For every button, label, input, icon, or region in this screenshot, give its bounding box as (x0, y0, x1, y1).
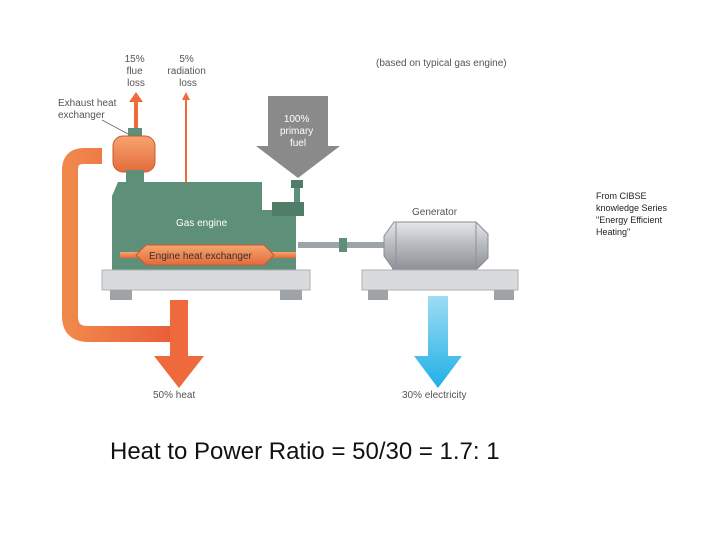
citation-line: Heating" (596, 227, 631, 237)
engine-hx-pipe-left (120, 252, 138, 258)
citation-line: knowledge Series (596, 203, 668, 213)
note-label: (based on typical gas engine) (376, 58, 507, 69)
fuel-inlet-pipe (294, 180, 300, 204)
exhaust-outlet (128, 128, 142, 138)
shaft-coupling (339, 238, 347, 252)
engine-foot-right (280, 290, 302, 300)
electricity-output-label: 30% electricity (402, 390, 466, 401)
flue-loss-label: 15% flue loss (125, 54, 148, 89)
citation-note: From CIBSE knowledge Series "Energy Effi… (596, 190, 706, 238)
flue-loss-arrow (129, 92, 143, 132)
citation-line: "Energy Efficient (596, 215, 663, 225)
engine-base (101, 269, 311, 291)
citation-line: From CIBSE (596, 191, 647, 201)
engine-heat-exchanger (135, 244, 275, 266)
electricity-output-arrow (414, 296, 462, 388)
generator-base (361, 269, 519, 291)
exhaust-collar (126, 170, 144, 182)
gas-engine-label: Gas engine (176, 218, 228, 229)
heat-output-arrow (154, 300, 204, 388)
engine-foot-left (110, 290, 132, 300)
exhaust-hx-leader (101, 119, 129, 135)
radiation-loss-label: 5% radiation loss (167, 54, 208, 89)
engine-top-cap (272, 202, 304, 216)
primary-fuel-label: 100% primary fuel (280, 114, 316, 149)
radiation-loss-arrow (182, 92, 190, 182)
generator-body (383, 221, 489, 271)
generator-label: Generator (412, 207, 458, 218)
heat-to-power-ratio: Heat to Power Ratio = 50/30 = 1.7: 1 (110, 438, 500, 465)
engine-hx-pipe-right (272, 252, 296, 258)
primary-fuel-arrow (256, 96, 340, 178)
heat-loop-pipe (62, 148, 170, 342)
heat-output-label: 50% heat (153, 390, 195, 401)
generator-foot-left (368, 290, 388, 300)
fuel-valve (291, 180, 303, 188)
generator-foot-right (494, 290, 514, 300)
exhaust-hx-label: Exhaust heat exchanger (58, 98, 119, 121)
exhaust-heat-exchanger (112, 135, 156, 173)
engine-hx-label: Engine heat exchanger (149, 251, 253, 262)
